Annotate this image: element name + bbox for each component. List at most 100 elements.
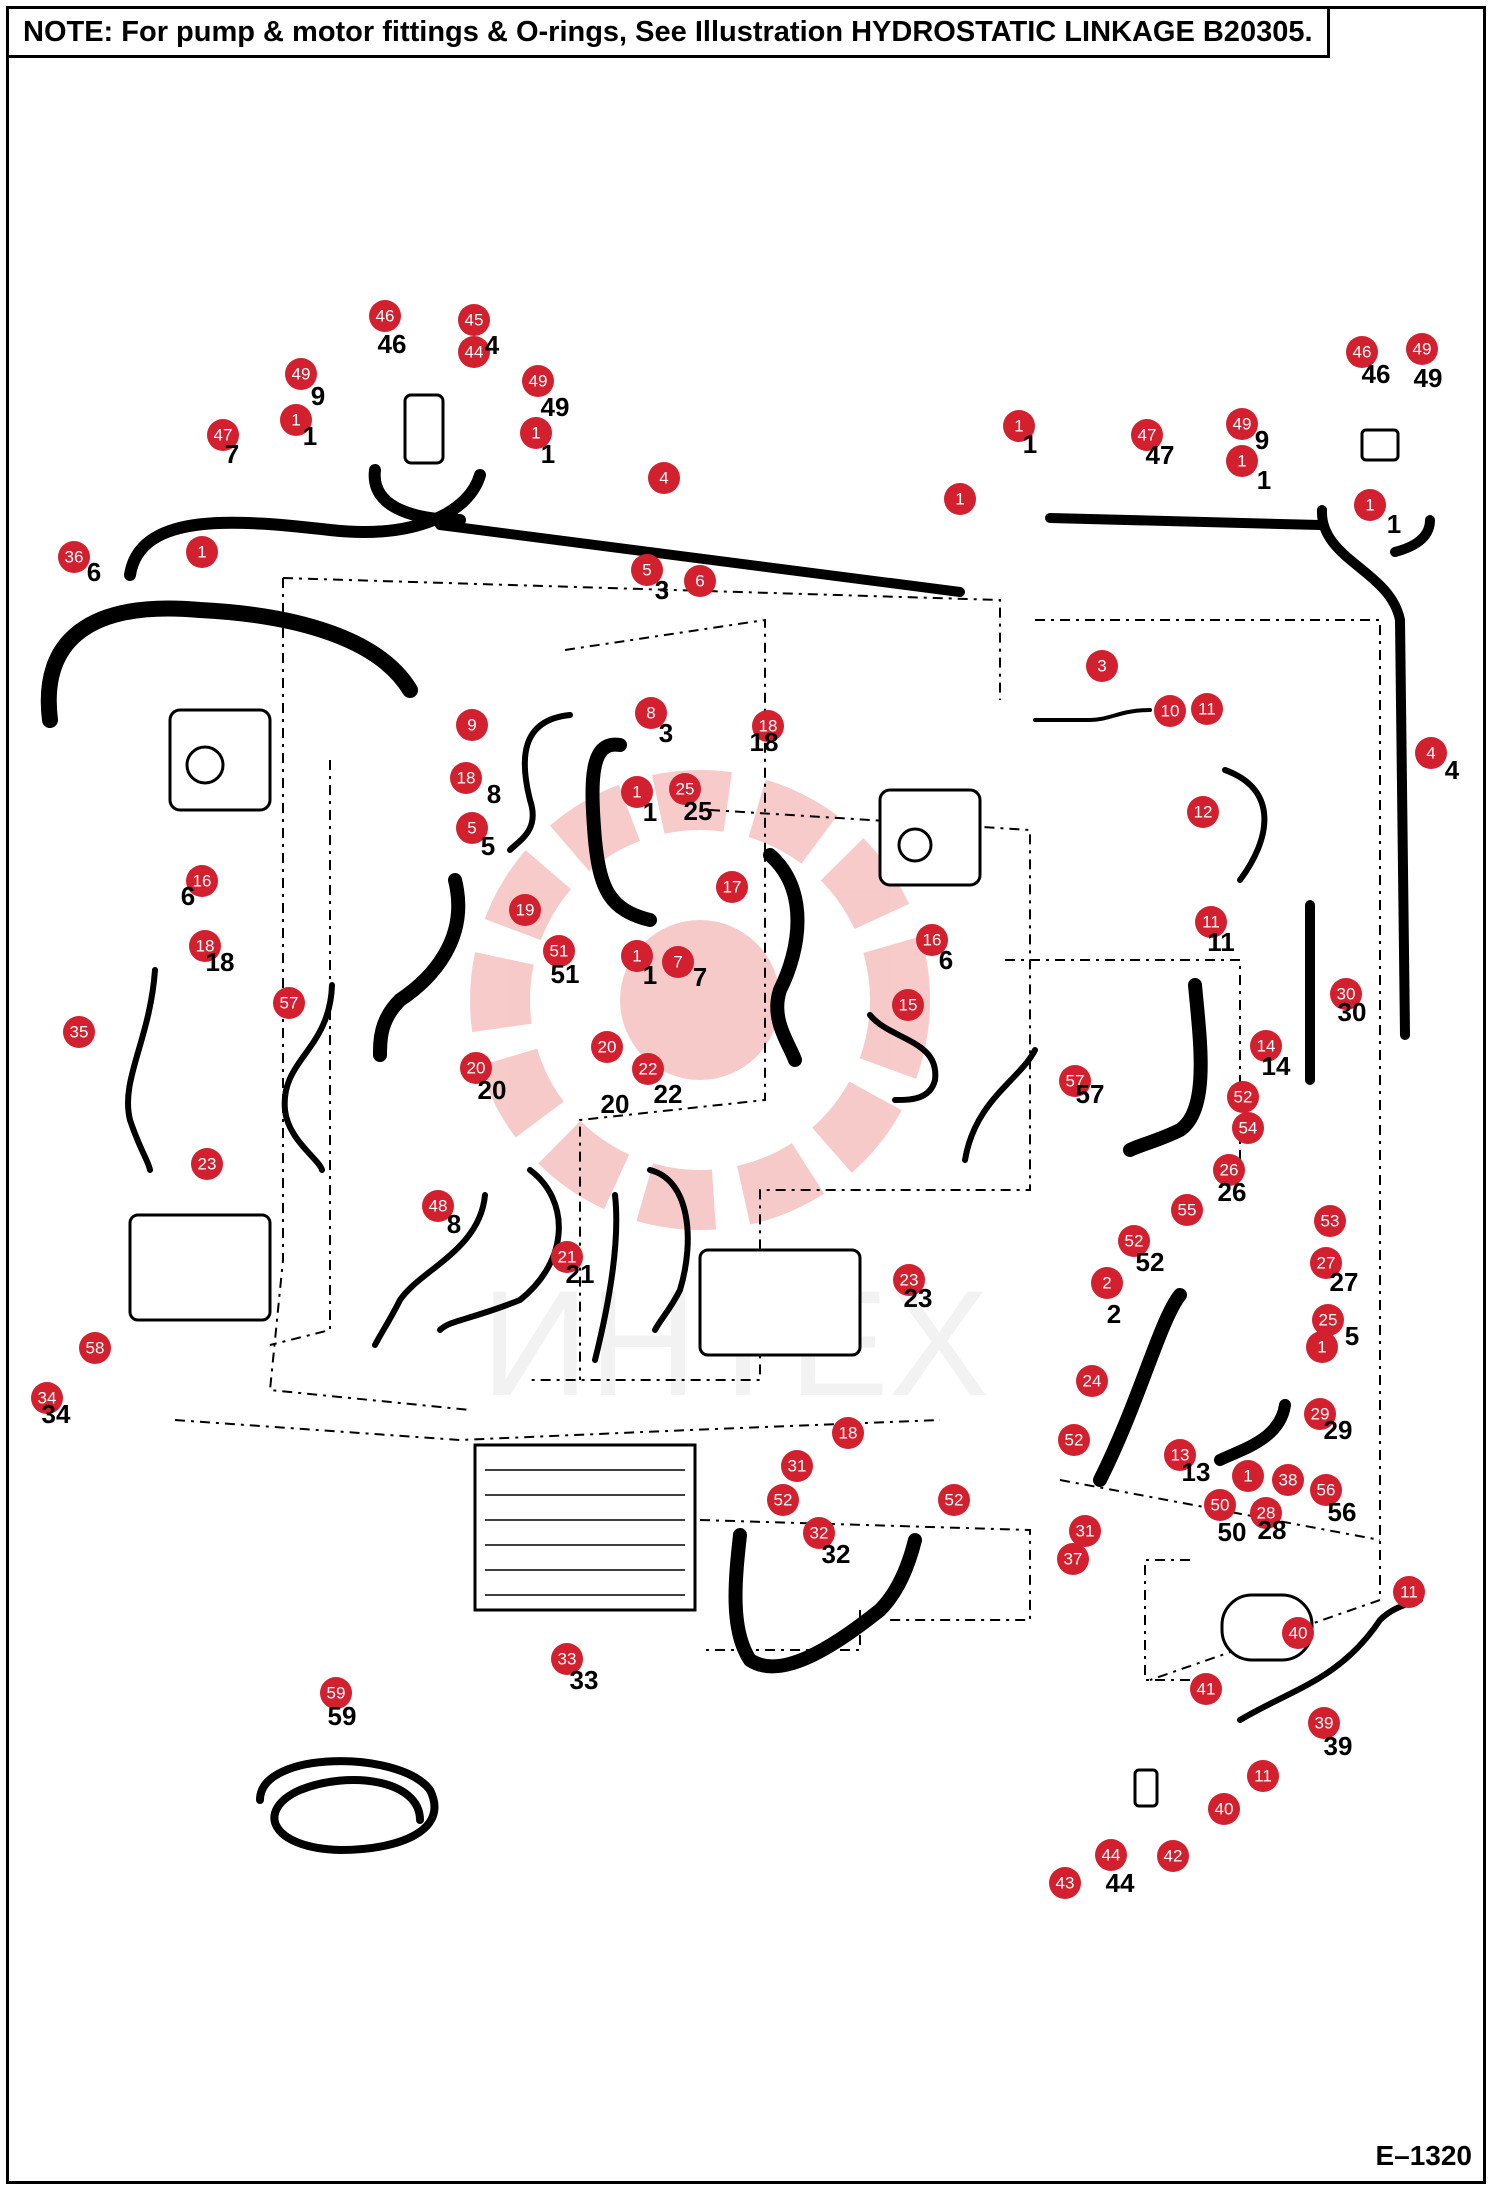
- callout-10: 10: [1154, 695, 1186, 727]
- callout-47: 47: [207, 419, 239, 451]
- part-number-28: 28: [1258, 1515, 1287, 1545]
- callout-circle: [58, 541, 90, 573]
- callout-label: 1: [955, 490, 964, 509]
- part-number-9: 9: [311, 381, 325, 411]
- callout-label: 59: [327, 1684, 346, 1703]
- callout-label: 40: [1289, 1624, 1308, 1643]
- part-number-56: 56: [1328, 1497, 1357, 1527]
- part-number-34: 34: [42, 1399, 71, 1429]
- part-number-1: 1: [643, 797, 657, 827]
- valve-42: [1133, 1768, 1159, 1808]
- callout-label: 21: [558, 1248, 577, 1267]
- callout-circle: [631, 554, 663, 586]
- part-number-9: 9: [1255, 425, 1269, 455]
- callout-30: 30: [1330, 978, 1362, 1010]
- callout-label: 37: [1064, 1550, 1083, 1569]
- callout-label: 1: [1014, 417, 1023, 436]
- callout-label: 40: [1215, 1800, 1234, 1819]
- callout-label: 18: [839, 1424, 858, 1443]
- callout-label: 1: [632, 783, 641, 802]
- callout-circle: [1272, 1464, 1304, 1496]
- figure-code: E–1320: [1375, 2140, 1472, 2171]
- hose-4-top: [435, 520, 965, 597]
- callout-label: 11: [1254, 1767, 1272, 1786]
- part-number-18: 18: [206, 947, 235, 977]
- callout-label: 46: [1353, 343, 1372, 362]
- callout-16: 16: [186, 865, 218, 897]
- callout-6: 6: [684, 565, 716, 597]
- callout-circle: [1154, 695, 1186, 727]
- callout-circle: [1213, 1154, 1245, 1186]
- callout-27: 27: [1310, 1247, 1342, 1279]
- callout-circle: [1226, 445, 1258, 477]
- outline-lower: [699, 1519, 1031, 1651]
- callout-2: 2: [1091, 1267, 1123, 1299]
- callout-circle: [31, 1382, 63, 1414]
- callout-label: 56: [1317, 1481, 1336, 1500]
- callout-label: 57: [1066, 1072, 1085, 1091]
- hose-12: [1222, 767, 1268, 883]
- hose-36: [40, 600, 418, 728]
- part-number-59: 59: [328, 1701, 357, 1731]
- callout-label: 29: [1311, 1405, 1330, 1424]
- hose-39: [1237, 1597, 1423, 1723]
- callout-circle: [1312, 1304, 1344, 1336]
- part-number-1: 1: [1387, 509, 1401, 539]
- callout-circle: [1282, 1617, 1314, 1649]
- callout-32: 32: [803, 1517, 835, 1549]
- callout-26: 26: [1213, 1154, 1245, 1186]
- callout-51: 51: [543, 935, 575, 967]
- callout-1: 1: [520, 417, 552, 449]
- callout-circle: [832, 1417, 864, 1449]
- callout-21: 21: [551, 1241, 583, 1273]
- callout-57: 57: [1059, 1065, 1091, 1097]
- callout-58: 58: [79, 1332, 111, 1364]
- callout-label: 6: [695, 572, 704, 591]
- callout-circle: [543, 935, 575, 967]
- callout-label: 58: [86, 1339, 105, 1358]
- part-number-3: 3: [659, 718, 673, 748]
- callout-circle: [1304, 1398, 1336, 1430]
- hoses: [40, 464, 1435, 1855]
- callout-53: 53: [1314, 1205, 1346, 1237]
- callout-circle: [450, 762, 482, 794]
- callout-label: 5: [642, 561, 651, 580]
- hose-15: [867, 1012, 939, 1103]
- callout-circle: [1415, 737, 1447, 769]
- hose-19: [373, 873, 466, 1062]
- callout-circle: [621, 776, 653, 808]
- part-number-46: 46: [378, 329, 407, 359]
- callout-circle: [1204, 1489, 1236, 1521]
- callout-label: 14: [1257, 1037, 1276, 1056]
- callout-label: 53: [1321, 1212, 1340, 1231]
- part-number-1: 1: [1257, 465, 1271, 495]
- callout-52: 52: [767, 1484, 799, 1516]
- callout-circle: [1314, 1205, 1346, 1237]
- part-number-1: 1: [643, 960, 657, 990]
- callout-label: 19: [516, 901, 535, 920]
- callout-label: 30: [1337, 985, 1356, 1004]
- part-number-5: 5: [1345, 1321, 1359, 1351]
- callout-circle: [1118, 1225, 1150, 1257]
- callout-label: 1: [1243, 1467, 1252, 1486]
- callout-label: 10: [1161, 702, 1180, 721]
- hose-14: [1123, 978, 1208, 1157]
- part-number-32: 32: [822, 1539, 851, 1569]
- part-number-13: 13: [1182, 1457, 1211, 1487]
- callout-circle: [551, 1643, 583, 1675]
- callout-circle: [320, 1677, 352, 1709]
- callout-circle: [1306, 1331, 1338, 1363]
- callout-circle: [1191, 693, 1223, 725]
- callout-label: 31: [1076, 1522, 1095, 1541]
- callout-label: 57: [280, 994, 299, 1013]
- callout-29: 29: [1304, 1398, 1336, 1430]
- callout-22: 22: [632, 1053, 664, 1085]
- callout-label: 4: [1426, 744, 1435, 763]
- callout-5: 5: [631, 554, 663, 586]
- callout-56: 56: [1310, 1474, 1342, 1506]
- callout-49: 49: [522, 365, 554, 397]
- callout-label: 26: [1220, 1161, 1239, 1180]
- callout-label: 44: [1102, 1846, 1121, 1865]
- callout-circle: [752, 710, 784, 742]
